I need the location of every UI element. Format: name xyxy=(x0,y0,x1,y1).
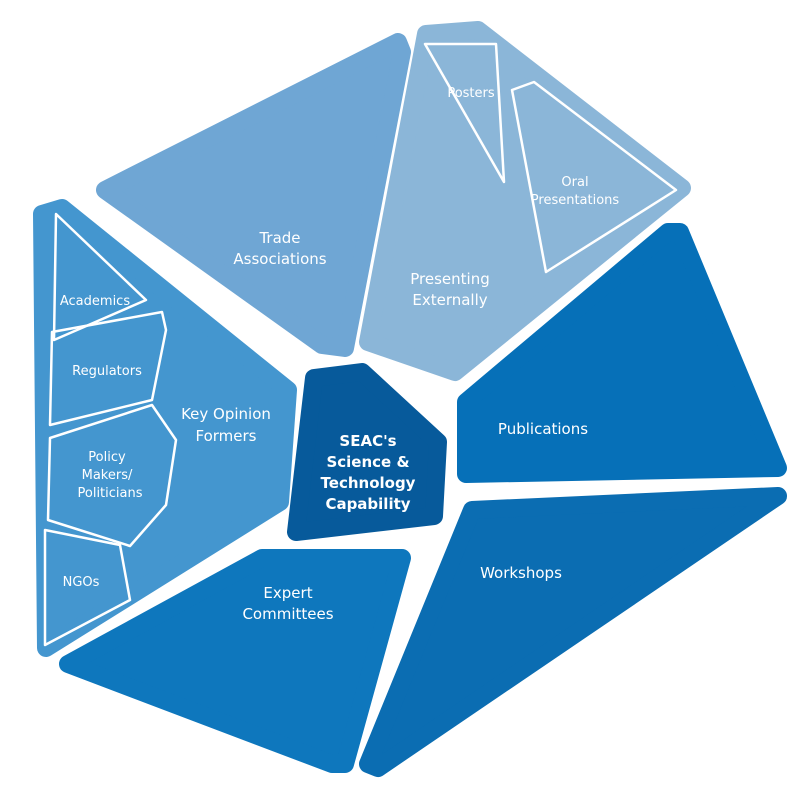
label-center-4: Capability xyxy=(325,495,410,513)
label-posters: Posters xyxy=(447,86,495,101)
segment-presenting-externally xyxy=(359,21,691,381)
label-center-3: Technology xyxy=(321,474,416,492)
label-expert-2: Committees xyxy=(242,605,333,623)
label-ngos: NGOs xyxy=(63,575,100,590)
subsegment-policy-makers xyxy=(46,403,178,548)
label-regulators: Regulators xyxy=(72,364,142,379)
label-academics: Academics xyxy=(60,294,130,309)
label-key-opinion-2: Formers xyxy=(196,427,257,445)
label-center-1: SEAC's xyxy=(339,432,396,450)
subsegment-academics xyxy=(52,212,148,342)
segment-trade-associations xyxy=(96,33,411,357)
label-trade-1: Trade xyxy=(258,229,300,247)
label-trade-2: Associations xyxy=(233,250,326,268)
segment-publications xyxy=(457,223,787,483)
label-workshops: Workshops xyxy=(480,564,562,582)
subsegment-regulators xyxy=(48,310,168,427)
subsegment-posters xyxy=(423,42,506,184)
label-oral-2: Presentations xyxy=(531,193,620,208)
segment-center-capability xyxy=(287,363,447,541)
subsegment-ngos xyxy=(43,528,132,647)
label-policy-3: Politicians xyxy=(78,486,143,501)
label-presenting-2: Externally xyxy=(412,291,487,309)
label-policy-2: Makers/ xyxy=(82,468,133,483)
segment-workshops xyxy=(359,487,787,777)
segment-expert-committees xyxy=(59,549,411,773)
label-oral-1: Oral xyxy=(561,175,588,190)
label-expert-1: Expert xyxy=(263,584,312,602)
label-key-opinion-1: Key Opinion xyxy=(181,405,271,423)
label-publications: Publications xyxy=(498,420,588,438)
label-center-2: Science & xyxy=(326,453,409,471)
subsegment-oral-presentations xyxy=(510,80,678,274)
label-presenting-1: Presenting xyxy=(410,270,489,288)
label-policy-1: Policy xyxy=(88,450,126,465)
